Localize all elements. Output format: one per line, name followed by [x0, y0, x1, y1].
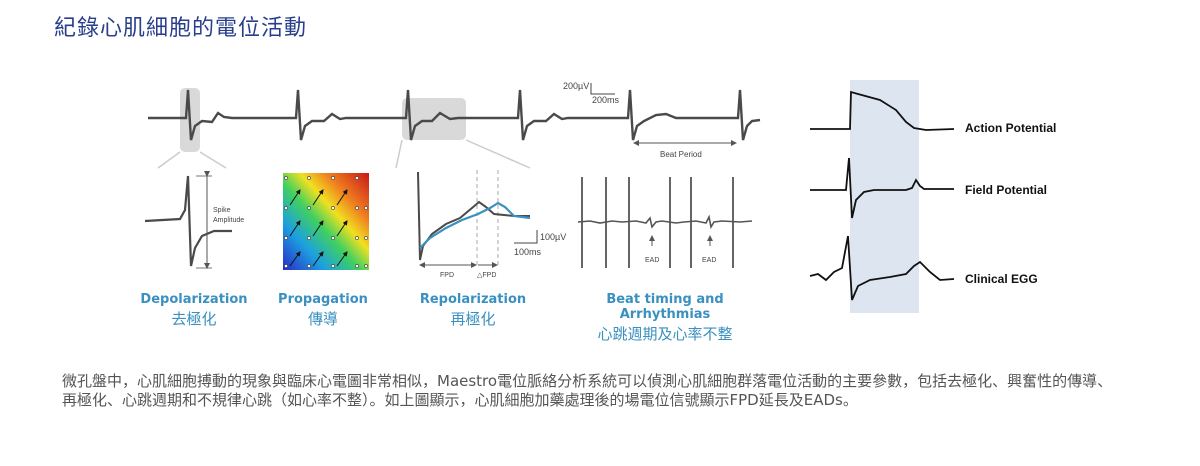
- repol-scale-bar: [514, 230, 538, 244]
- caption-propagation-en: Propagation: [278, 292, 368, 307]
- scale-voltage-top: 200µV: [563, 81, 589, 91]
- repol-scale-voltage: 100µV: [540, 232, 566, 242]
- caption-repolarization-en: Repolarization: [419, 292, 527, 307]
- propagation-arrows: [289, 189, 348, 267]
- label-clinical-egg: Clinical EGG: [965, 272, 1038, 286]
- repolarization-drug-trace: [419, 201, 531, 249]
- scale-time-top: 200ms: [592, 95, 620, 105]
- caption-propagation: Propagation 傳導: [268, 292, 378, 329]
- main-field-potential-trace: [148, 89, 761, 141]
- propagation-heatmap: [283, 173, 369, 270]
- spike-label-1: Spike: [213, 207, 231, 214]
- fpd-label: FPD: [440, 272, 454, 279]
- highlight-depolarization-column: [850, 80, 919, 313]
- caption-repolarization-zh: 再極化: [450, 310, 496, 328]
- caption-depolarization: Depolarization 去極化: [134, 292, 254, 329]
- caption-repolarization: Repolarization 再極化: [410, 292, 536, 329]
- description-paragraph: 微孔盤中，心肌細胞搏動的現象與臨床心電圖非常相似，Maestro電位脈絡分析系統…: [62, 372, 1113, 409]
- spike-label-2: Amplitude: [213, 217, 244, 224]
- caption-beat-timing: Beat timing and Arrhythmias 心跳週期及心率不整: [560, 292, 770, 344]
- scale-bar-top: [590, 83, 615, 95]
- caption-beat-timing-en: Beat timing and Arrhythmias: [606, 292, 724, 322]
- depolarization-spike-trace: [144, 175, 232, 267]
- caption-propagation-zh: 傳導: [307, 310, 338, 328]
- ead-label-1: EAD: [645, 257, 659, 264]
- action-potential-trace: [810, 90, 955, 131]
- clinical-egg-trace: [809, 235, 955, 301]
- repol-scale-time: 100ms: [514, 247, 542, 257]
- caption-depolarization-en: Depolarization: [140, 292, 248, 307]
- beat-period-label: Beat Period: [660, 150, 702, 159]
- field-potential-trace: [810, 157, 954, 219]
- delta-fpd-label: △FPD: [477, 272, 496, 279]
- electrophysiology-figure: 200µV 200ms Beat Period Spike Amplitude …: [144, 80, 955, 313]
- page-title: 紀錄心肌細胞的電位活動: [54, 16, 308, 41]
- beat-timing-baseline: [577, 214, 753, 230]
- caption-depolarization-zh: 去極化: [171, 310, 217, 328]
- label-action-potential: Action Potential: [965, 121, 1057, 135]
- caption-beat-timing-zh: 心跳週期及心率不整: [597, 325, 733, 343]
- label-field-potential: Field Potential: [965, 183, 1048, 197]
- ead-label-2: EAD: [702, 257, 716, 264]
